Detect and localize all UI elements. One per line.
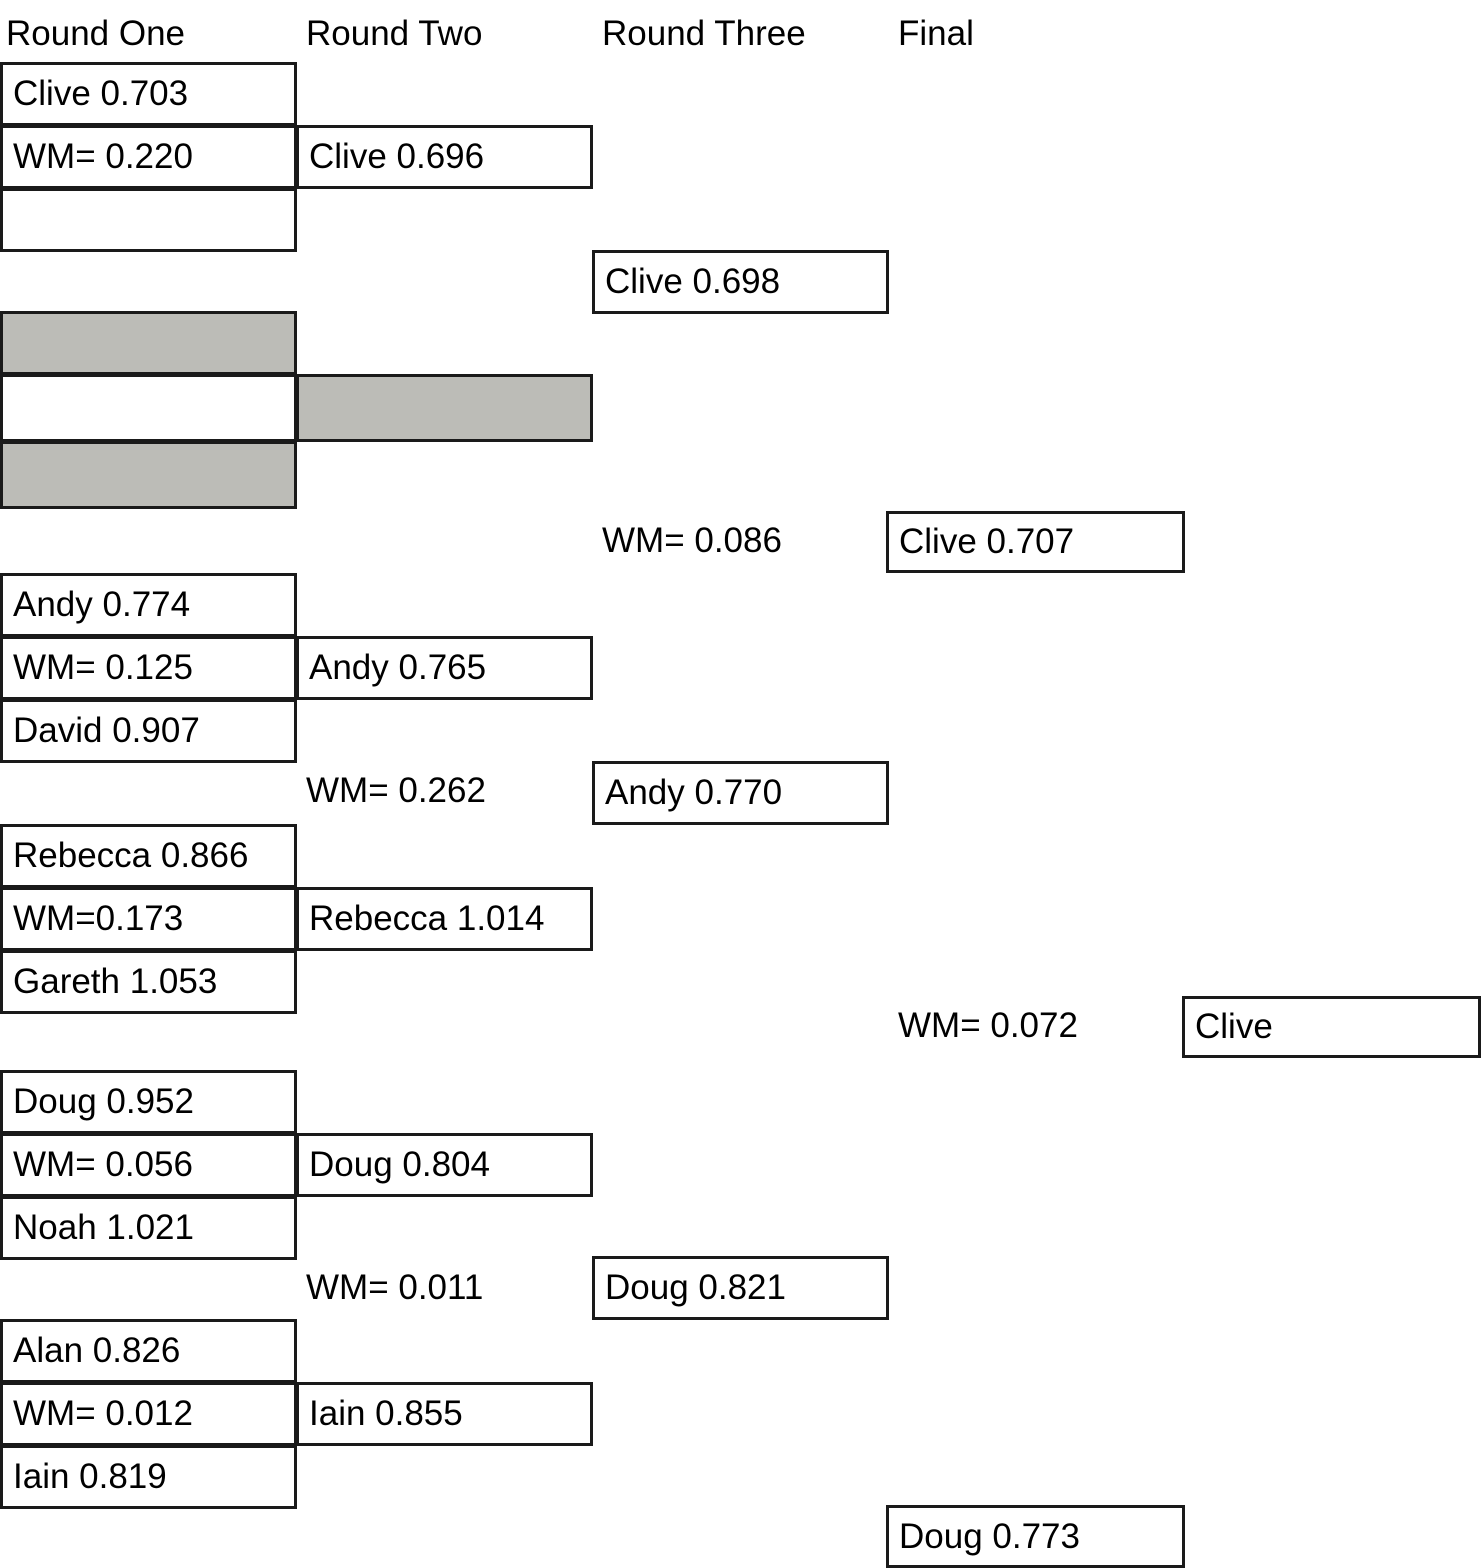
round-one-gray-1 [0,311,297,375]
winner-clive: Clive [1182,996,1481,1058]
round-two-iain-0855: Iain 0.855 [296,1382,593,1446]
round-one-blank-2 [0,374,297,442]
wm-final-0072: WM= 0.072 [898,1006,1078,1045]
round-three-clive-0698: Clive 0.698 [592,250,889,314]
round-one-noah-1021: Noah 1.021 [0,1196,297,1260]
round-one-wm-0220: WM= 0.220 [0,125,297,189]
round-one-iain-0819: Iain 0.819 [0,1445,297,1509]
wm-round-two-0011: WM= 0.011 [306,1268,484,1307]
round-three-doug-0821: Doug 0.821 [592,1256,889,1320]
column-header-2: Round Two [306,14,483,53]
round-two-doug-0804: Doug 0.804 [296,1133,593,1197]
final-doug-0773: Doug 0.773 [886,1505,1185,1568]
wm-round-three-0086: WM= 0.086 [602,521,782,560]
round-two-rebecca-1014: Rebecca 1.014 [296,887,593,951]
round-two-clive-0696: Clive 0.696 [296,125,593,189]
column-header-4: Final [898,14,974,53]
round-one-wm-0056: WM= 0.056 [0,1133,297,1197]
final-clive-0707: Clive 0.707 [886,511,1185,573]
column-header-1: Round One [6,14,186,53]
round-one-wm-0173: WM=0.173 [0,887,297,951]
round-one-doug-0952: Doug 0.952 [0,1070,297,1134]
round-one-rebecca-0866: Rebecca 0.866 [0,824,297,888]
round-one-andy-0774: Andy 0.774 [0,573,297,637]
round-two-andy-0765: Andy 0.765 [296,636,593,700]
round-one-gray-2 [0,441,297,509]
round-one-david-0907: David 0.907 [0,699,297,763]
round-two-gray-1 [296,374,593,442]
round-one-wm-0125: WM= 0.125 [0,636,297,700]
round-one-clive-0703: Clive 0.703 [0,62,297,126]
column-header-3: Round Three [602,14,806,53]
round-one-gareth-1053: Gareth 1.053 [0,950,297,1014]
round-one-wm-0012: WM= 0.012 [0,1382,297,1446]
round-one-alan-0826: Alan 0.826 [0,1319,297,1383]
wm-round-two-0262: WM= 0.262 [306,771,486,810]
round-three-andy-0770: Andy 0.770 [592,761,889,825]
round-one-blank-1 [0,188,297,252]
